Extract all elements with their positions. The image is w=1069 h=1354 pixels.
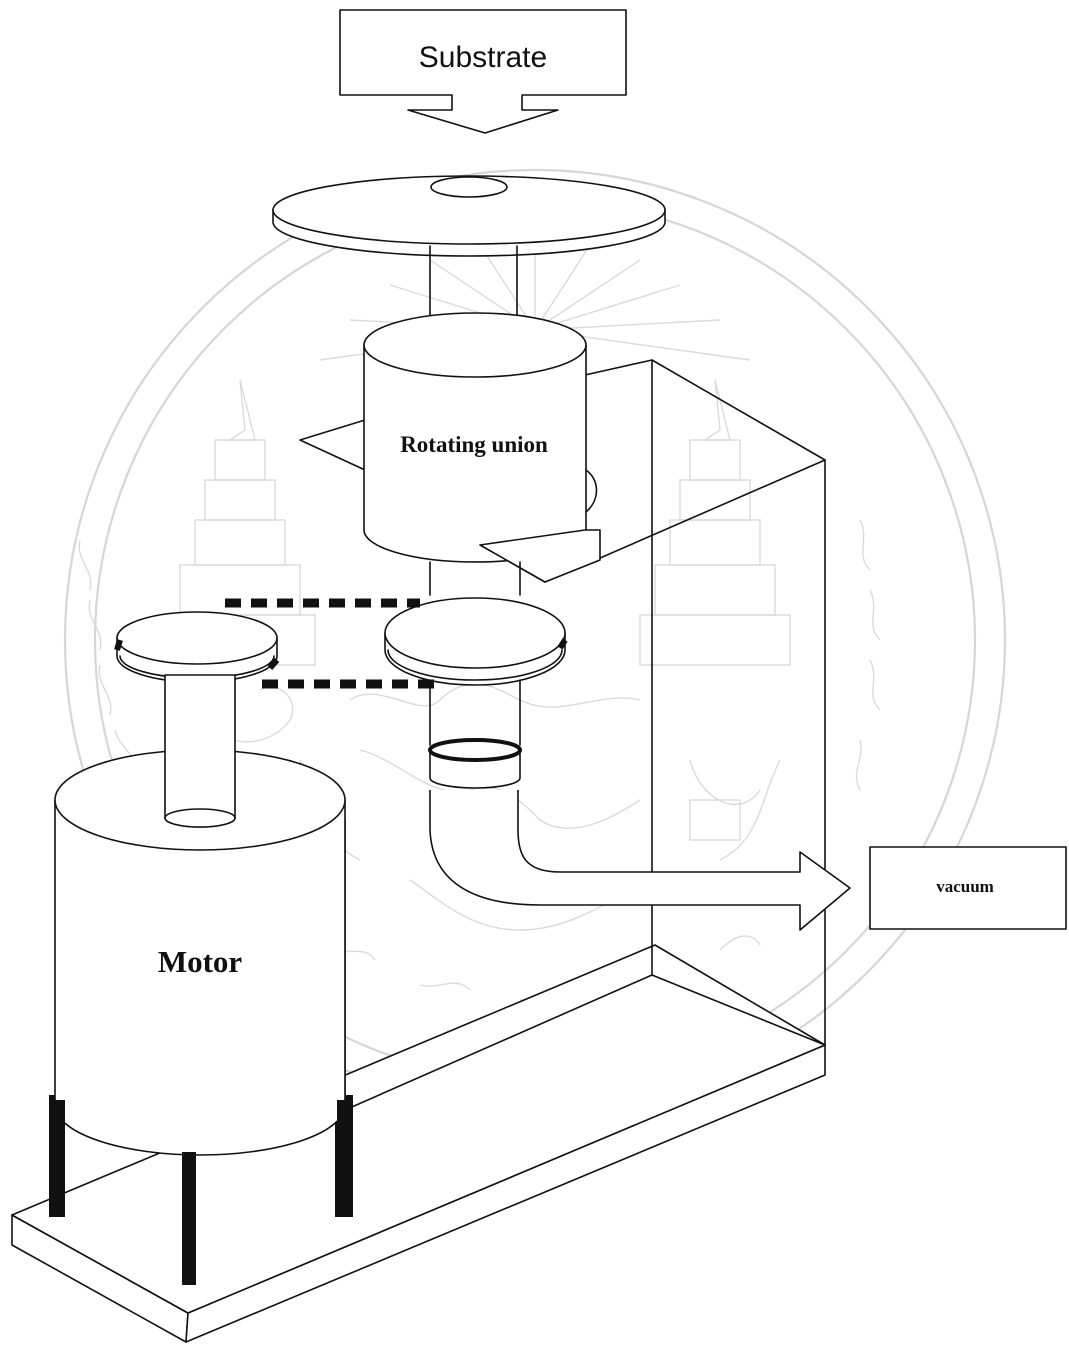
substrate-label: Substrate bbox=[419, 41, 547, 74]
vacuum-arrow bbox=[430, 790, 850, 930]
middle-shaft bbox=[430, 562, 520, 595]
drive-pulley bbox=[117, 612, 277, 682]
driven-pulley bbox=[385, 598, 565, 685]
substrate-disk bbox=[273, 176, 665, 256]
motor-shaft bbox=[165, 675, 235, 827]
vacuum-label: vacuum bbox=[936, 877, 994, 896]
rotating-union-label: Rotating union bbox=[400, 432, 548, 457]
motor-label: Motor bbox=[158, 944, 243, 979]
